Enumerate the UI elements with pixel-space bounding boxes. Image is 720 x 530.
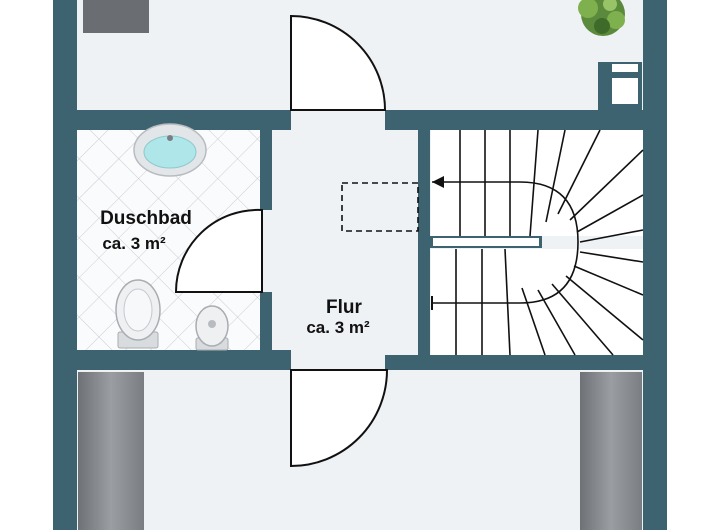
bidet-icon [195, 305, 229, 351]
wall-lower-right [385, 355, 667, 370]
door-bottom [290, 369, 389, 468]
stair-wall-lower [418, 236, 430, 360]
stair-wall-upper [418, 128, 430, 253]
sink-icon [133, 123, 207, 177]
outlet-icon [598, 62, 642, 110]
wardrobe-icon-left [78, 372, 144, 530]
bath-wall-upper [260, 128, 272, 210]
bath-wall-lower [260, 292, 272, 354]
door-top [290, 14, 387, 111]
staircase-icon [431, 129, 644, 356]
wall-upper-left [53, 110, 291, 130]
attic-hatch [341, 182, 419, 232]
room-name-duschbad: Duschbad [100, 208, 192, 229]
wall-upper-right [385, 110, 667, 130]
room-area-flur: ca. 3 m² [306, 318, 370, 337]
wall-lower-left [53, 350, 291, 370]
plant-icon [578, 0, 625, 36]
toilet-icon [115, 279, 161, 349]
walls [53, 0, 667, 530]
outer-wall-right [643, 0, 667, 530]
door-bath [174, 208, 263, 293]
wardrobe-icon-right [580, 372, 642, 530]
room-area-duschbad: ca. 3 m² [102, 234, 166, 253]
door-swing-icon [174, 14, 389, 468]
mat-top-left [83, 0, 149, 33]
room-name-flur: Flur [326, 297, 362, 318]
outer-wall-left [53, 0, 77, 530]
